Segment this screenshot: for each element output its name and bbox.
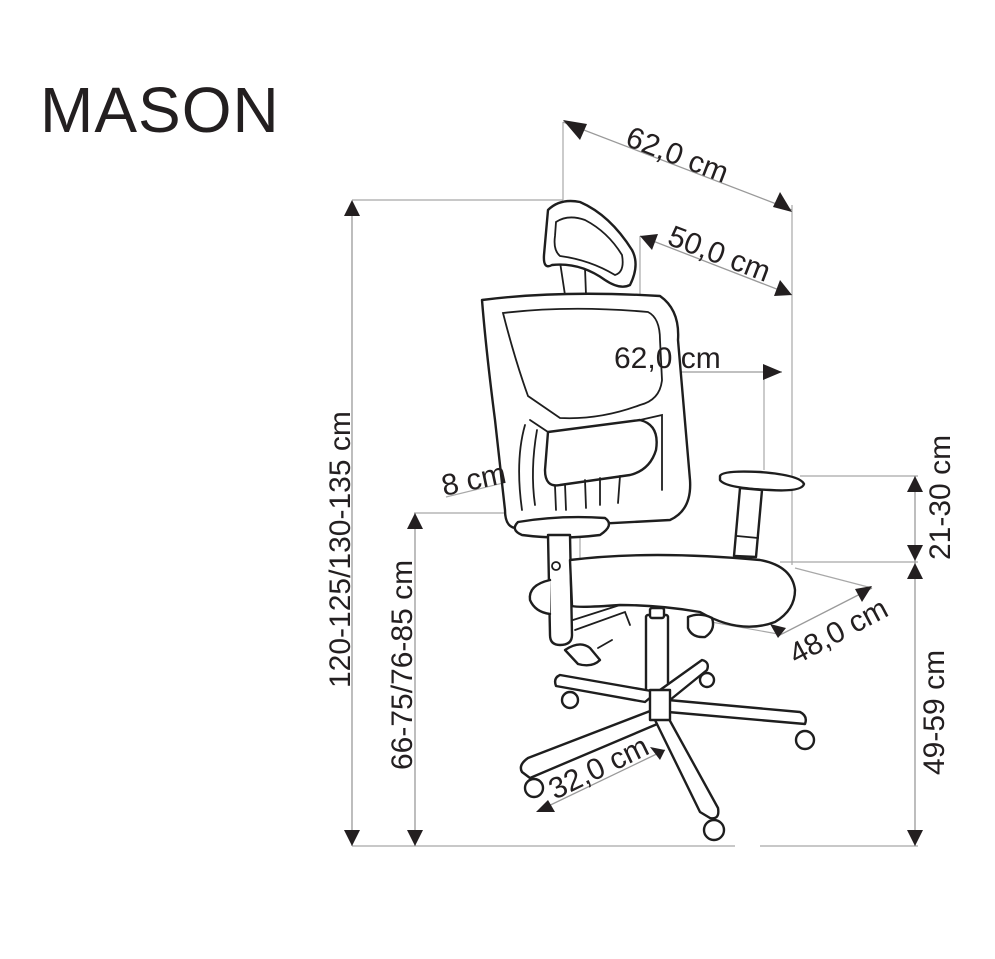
label-backrest-depth: 50,0 cm: [663, 220, 774, 289]
label-seat-depth: 48,0 cm: [784, 592, 894, 671]
label-lumbar-adjust: 8 cm: [439, 457, 509, 503]
label-overall-depth-top: 62,0 cm: [621, 121, 732, 190]
label-seat-height: 49-59 cm: [918, 650, 951, 775]
label-total-height: 120-125/130-135 cm: [324, 411, 357, 688]
label-overall-width: 62,0 cm: [614, 342, 721, 375]
chair-illustration: [480, 199, 816, 842]
label-armrest-floor-height: 66-75/76-85 cm: [386, 560, 419, 770]
product-title: MASON: [40, 74, 280, 146]
label-armrest-height-adjust: 21-30 cm: [924, 435, 957, 560]
dimension-labels: 62,0 cm 50,0 cm 62,0 cm 8 cm 21-30 cm 49…: [324, 121, 957, 807]
